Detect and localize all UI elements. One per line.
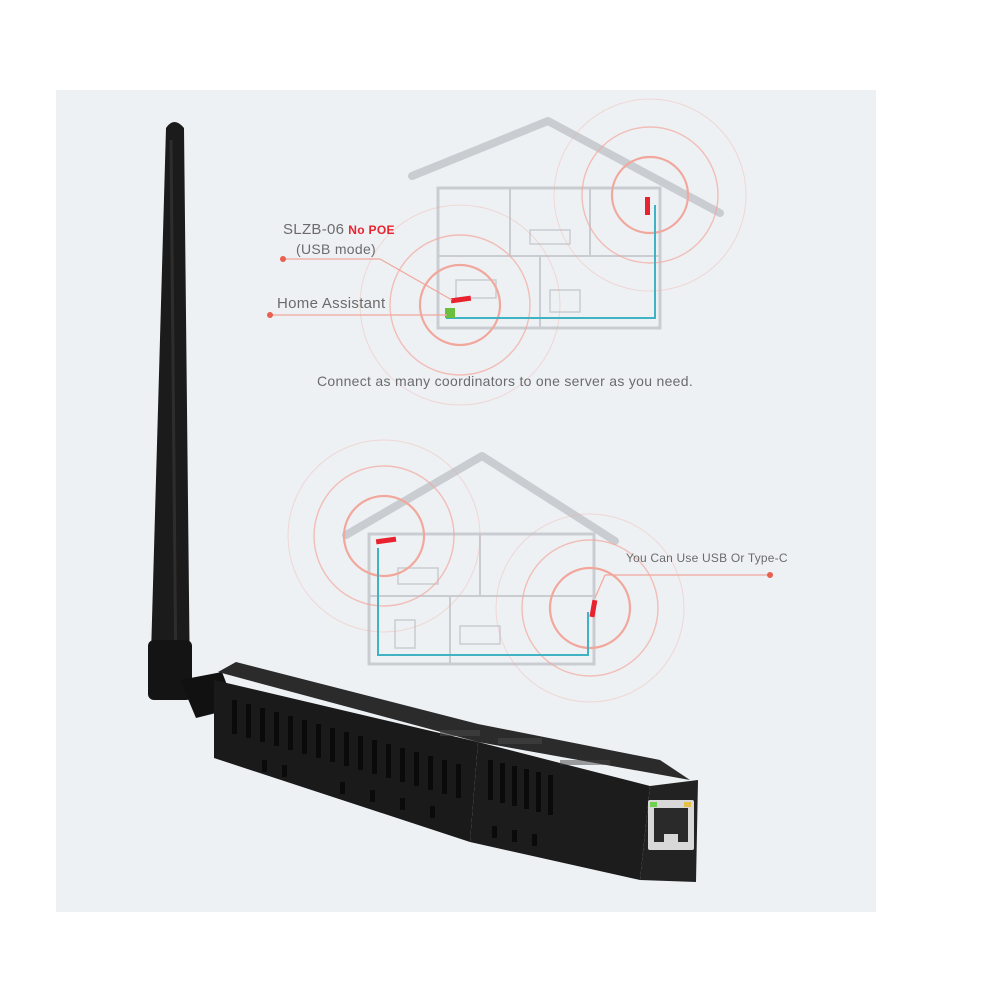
coordinator-device-icon: [589, 599, 598, 618]
usb-mode-label: (USB mode): [296, 241, 377, 257]
usb-type-c-label: You Can Use USB Or Type-C: [626, 551, 788, 565]
device-name: SLZB-06: [283, 221, 345, 238]
vent-slots: [488, 760, 553, 846]
led-green: [650, 802, 657, 807]
top-mesh: [440, 730, 610, 765]
vent-slots: [232, 700, 461, 818]
coordinator-device-icon: [375, 536, 397, 545]
ethernet-port-icon: [648, 800, 694, 850]
pointer-dot: [767, 572, 773, 578]
no-poe-badge: No POE: [348, 223, 395, 237]
pointer-dot: [267, 312, 273, 318]
signal-rings-icon: [359, 204, 561, 406]
home-assistant-server-icon: [445, 308, 455, 318]
caption-text: Connect as many coordinators to one serv…: [317, 373, 694, 389]
antenna-base: [148, 640, 192, 700]
home-assistant-label: Home Assistant: [277, 295, 386, 312]
pointer-dot: [280, 256, 286, 262]
coordinator-device-icon: [645, 197, 650, 215]
signal-rings-icon: [553, 98, 747, 292]
signal-rings-icon: [287, 439, 481, 633]
signal-rings-icon: [495, 513, 685, 703]
led-amber: [684, 802, 691, 807]
antenna-icon: [148, 122, 236, 718]
coordinator-device-icon: [450, 295, 472, 304]
label-pointer-line: [594, 574, 606, 599]
bottom-house-icon: [342, 452, 619, 666]
bottom-cable-line: [377, 548, 589, 656]
label-pointer-lines: [270, 258, 453, 316]
